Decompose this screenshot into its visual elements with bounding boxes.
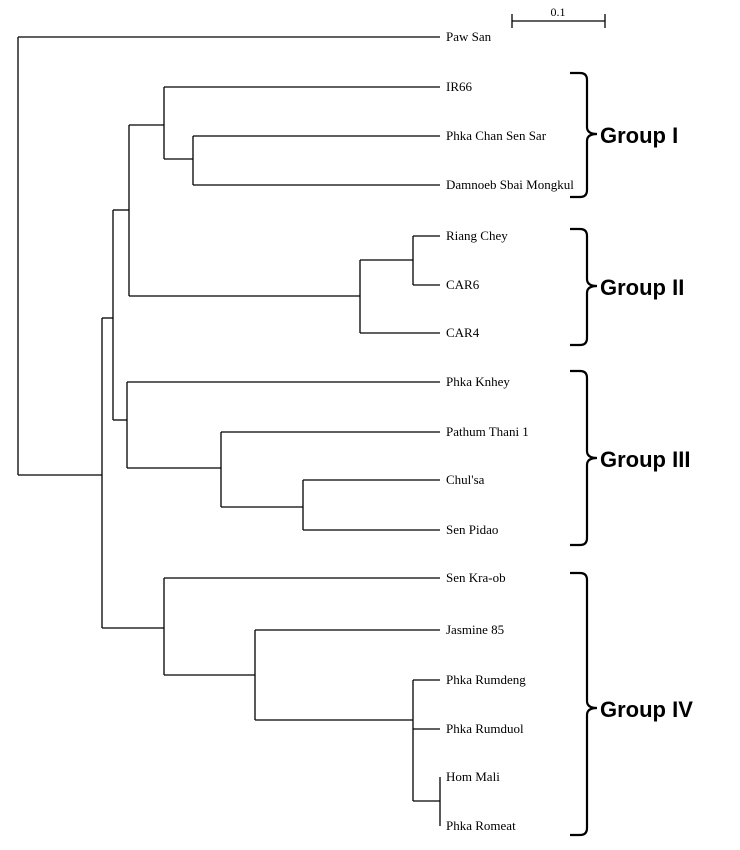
leaf-label: Phka Knhey — [446, 374, 510, 389]
leaf-label: CAR6 — [446, 277, 480, 292]
tree-branches — [17, 36, 441, 826]
leaf-label: Paw San — [446, 29, 492, 44]
leaf-label: Hom Mali — [446, 769, 500, 784]
leaf-label: Phka Rumdeng — [446, 672, 526, 687]
leaf-label: Phka Chan Sen Sar — [446, 128, 547, 143]
group-labels: Group I Group II Group III Group IV — [600, 123, 693, 722]
leaf-label: Riang Chey — [446, 228, 508, 243]
brace-group1 — [570, 71, 598, 199]
leaf-label: Jasmine 85 — [446, 622, 504, 637]
leaf-label: Sen Kra-ob — [446, 570, 506, 585]
leaf-label: Phka Rumduol — [446, 721, 524, 736]
group-label-iii: Group III — [600, 447, 690, 472]
leaf-label: Chul'sa — [446, 472, 485, 487]
leaf-label: Damnoeb Sbai Mongkul — [446, 177, 574, 192]
group-label-i: Group I — [600, 123, 678, 148]
group-label-iv: Group IV — [600, 697, 693, 722]
scale-bar-label: 0.1 — [551, 5, 566, 19]
scale-bar: 0.1 — [511, 5, 606, 28]
leaf-label: CAR4 — [446, 325, 480, 340]
leaf-label: IR66 — [446, 79, 473, 94]
group-braces — [570, 71, 598, 837]
brace-group4 — [570, 571, 598, 837]
leaf-labels: Paw San IR66 Phka Chan Sen Sar Damnoeb S… — [446, 29, 574, 833]
brace-group3 — [570, 369, 598, 547]
brace-group2 — [570, 227, 598, 347]
leaf-label: Phka Romeat — [446, 818, 516, 833]
group-label-ii: Group II — [600, 275, 684, 300]
leaf-label: Sen Pidao — [446, 522, 498, 537]
leaf-label: Pathum Thani 1 — [446, 424, 529, 439]
